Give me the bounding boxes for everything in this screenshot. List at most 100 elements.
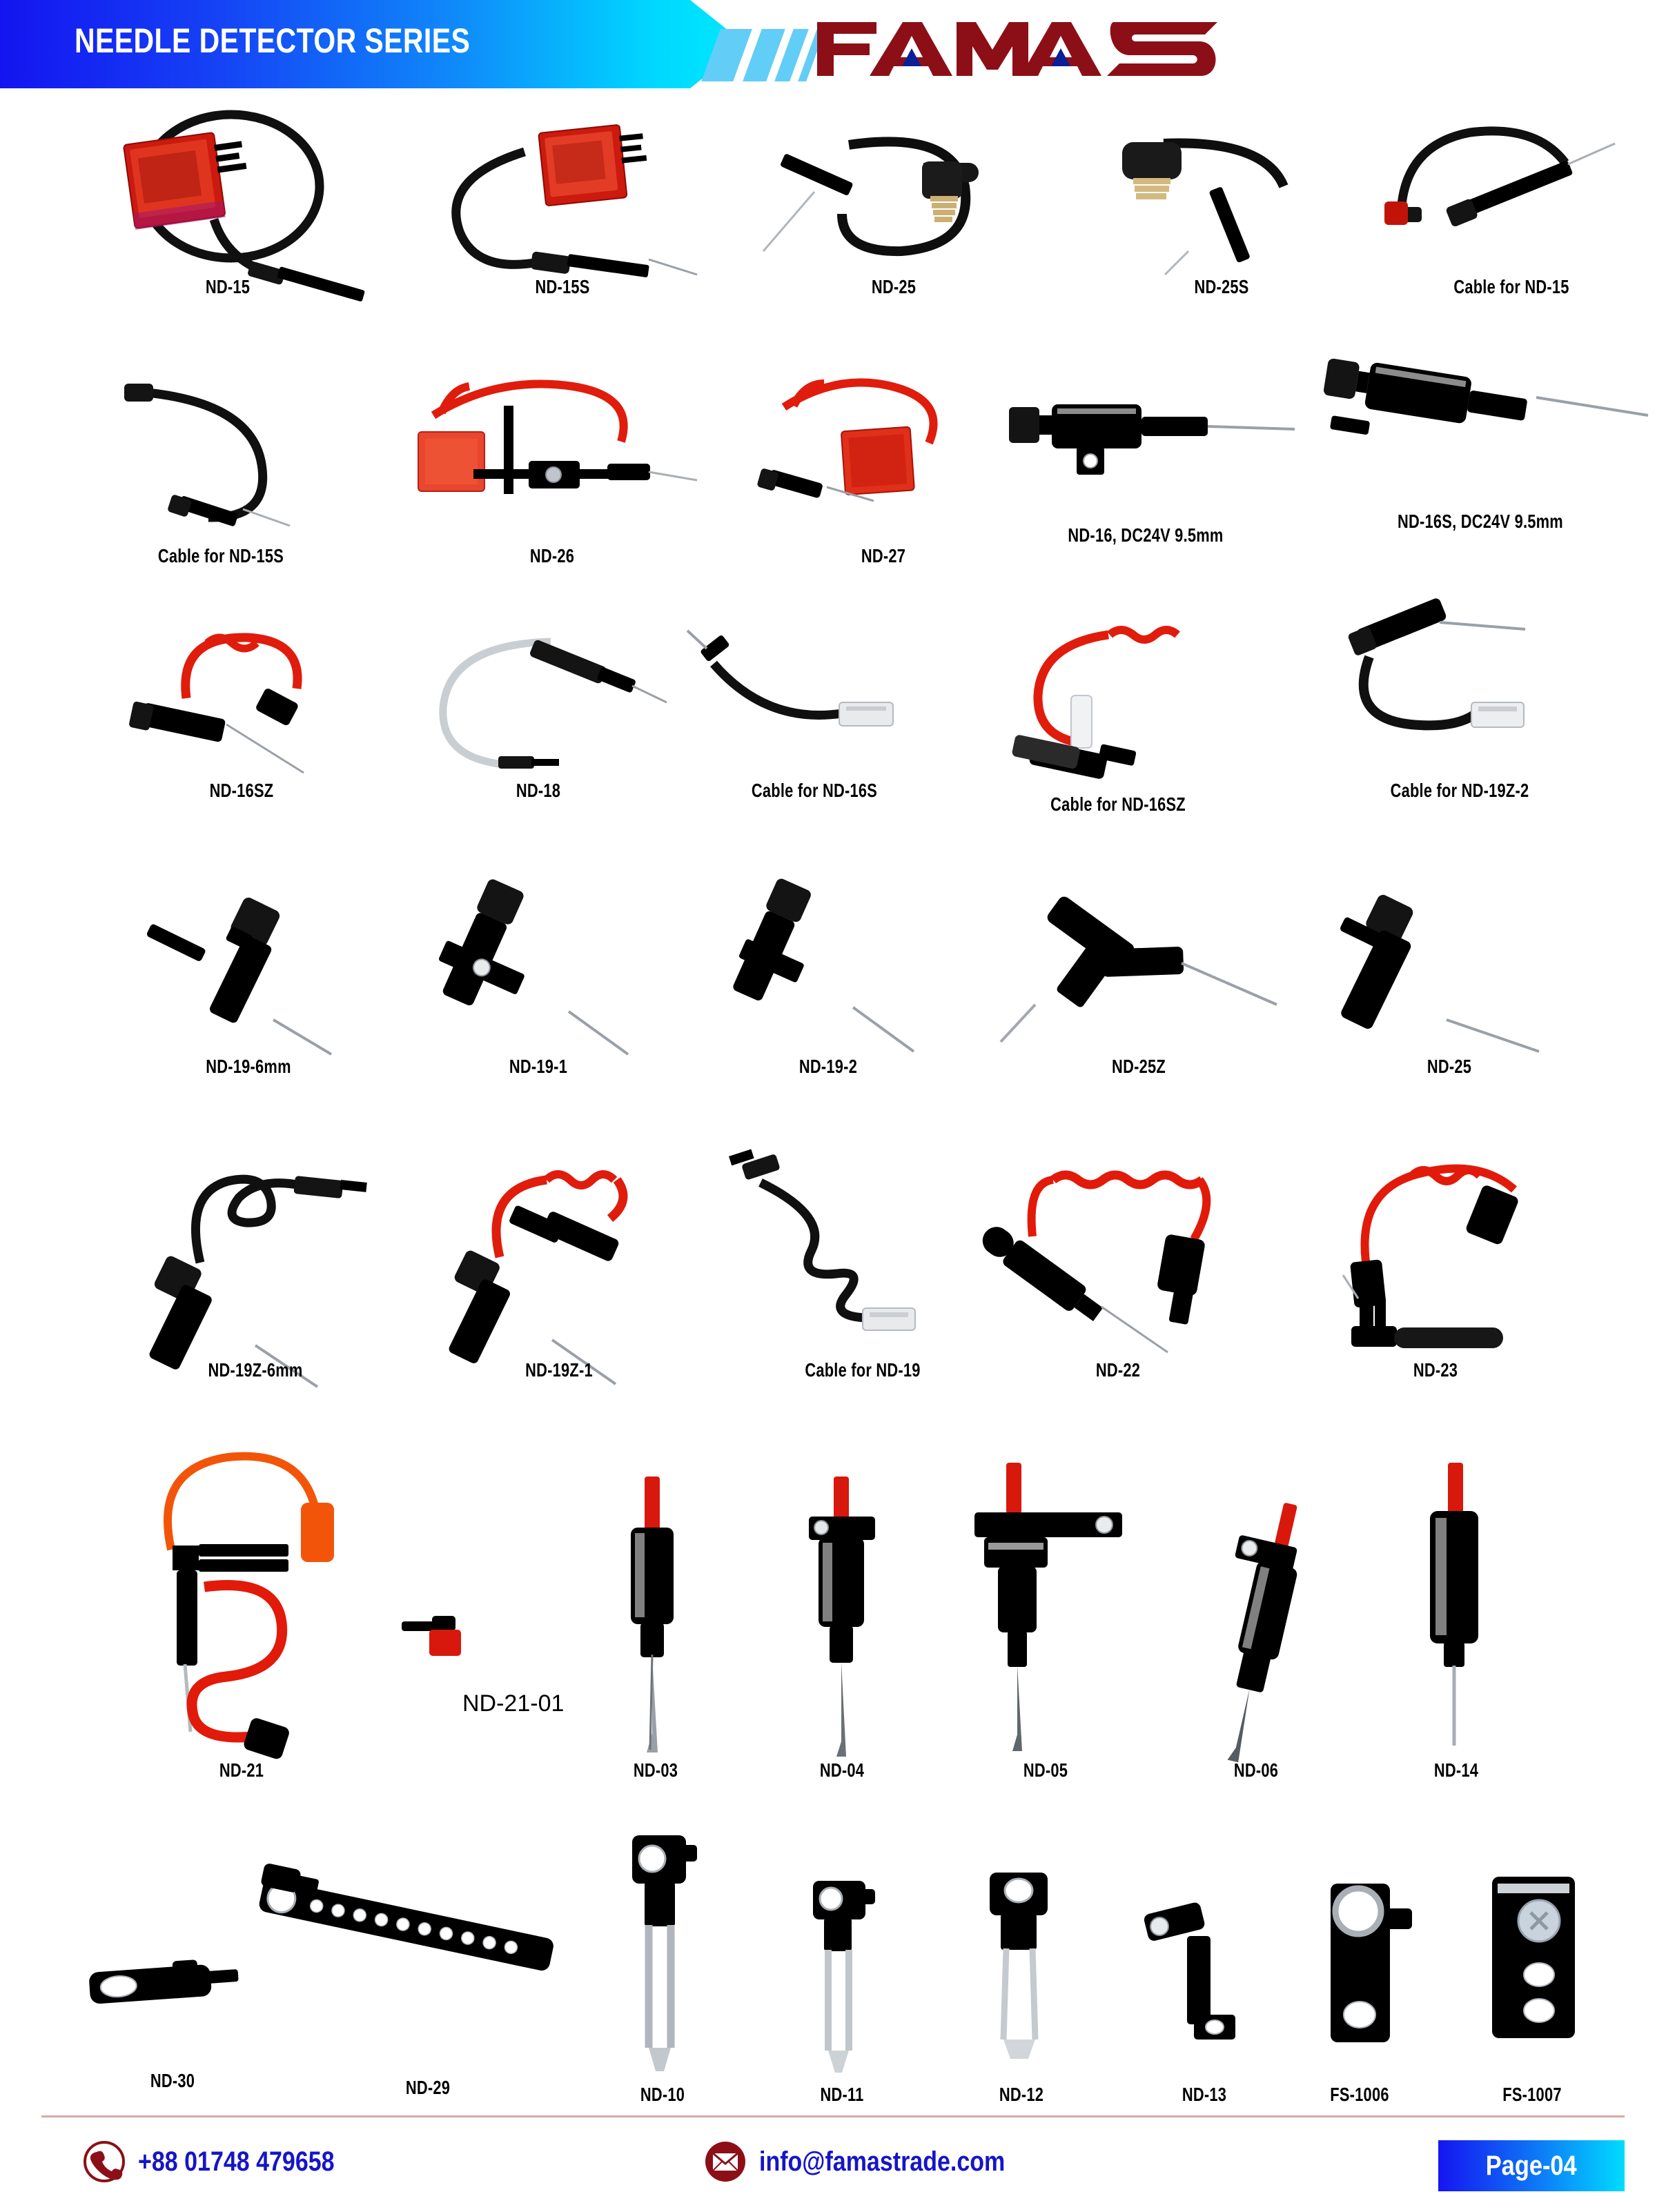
product-label: Cable for ND-16S: [751, 780, 878, 801]
nd-30-photo: [89, 1959, 239, 2004]
product-cell-nd-15[interactable]: ND-15: [83, 103, 373, 302]
product-cell-nd-03[interactable]: ND-03: [559, 1477, 752, 1781]
nd-25-2-photo: [1340, 895, 1540, 1053]
product-label: ND-25: [1427, 1056, 1472, 1077]
page-number-badge: Page-04: [1438, 2140, 1625, 2191]
product-cell-cable-nd-15[interactable]: Cable for ND-15: [1373, 103, 1649, 298]
product-label: ND-19Z-1: [525, 1359, 593, 1381]
cable-nd-15s-photo: [124, 384, 291, 527]
nd-15-photo: [123, 110, 365, 302]
product-label: ND-12: [999, 2084, 1044, 2105]
product-label: ND-27: [861, 545, 906, 566]
page-header: NEEDLE DETECTOR SERIES: [0, 0, 1666, 94]
nd-29-photo: [259, 1864, 553, 1971]
footer-divider: [41, 2115, 1625, 2117]
nd-04-photo: [809, 1477, 875, 1757]
nd-19-6mm-photo: [146, 898, 333, 1056]
nd-25z-photo: [999, 896, 1277, 1043]
product-cell-nd-29[interactable]: ND-29: [235, 1842, 621, 2099]
page-number-text: Page-04: [1486, 2150, 1577, 2181]
product-label: ND-04: [819, 1759, 865, 1781]
product-cell-nd-05[interactable]: ND-05: [932, 1463, 1159, 1781]
product-cell-nd-19z-1[interactable]: ND-19Z-1: [414, 1152, 704, 1385]
nd-12-photo: [990, 1873, 1048, 2059]
cable-nd-19z-2-photo: [1348, 598, 1526, 731]
product-cell-nd-21-01[interactable]: ND-21-01: [386, 1601, 621, 1717]
product-label: ND-26: [529, 545, 575, 566]
product-label: Cable for ND-19: [805, 1359, 921, 1381]
product-cell-nd-27[interactable]: ND-27: [738, 366, 1028, 567]
footer-phone-text: +88 01748 479658: [138, 2146, 335, 2177]
product-cell-nd-25[interactable]: ND-25: [745, 103, 1042, 298]
product-cell-nd-11[interactable]: ND-11: [752, 1877, 932, 2106]
product-cell-nd-26[interactable]: ND-26: [400, 366, 704, 567]
header-band: [0, 0, 745, 88]
famas-logo: [817, 22, 1101, 76]
product-cell-cable-nd-15s[interactable]: Cable for ND-15S: [83, 366, 359, 567]
product-cell-nd-23[interactable]: ND-23: [1277, 1152, 1594, 1381]
nd-15s-photo: [451, 124, 698, 277]
nd-26-photo: [418, 379, 698, 494]
product-row-6: ND-21 ND-21-01 ND-03: [0, 1442, 1666, 1801]
product-label: ND-03: [633, 1759, 678, 1781]
footer-email[interactable]: info@famastrade.com: [704, 2140, 1048, 2183]
product-cell-fs-1007[interactable]: FS-1007: [1442, 1849, 1622, 2106]
product-cell-nd-16[interactable]: ND-16, DC24V 9.5mm: [994, 366, 1297, 546]
cable-nd-16s-photo: [686, 629, 894, 727]
product-cell-nd-10[interactable]: ND-10: [573, 1828, 752, 2106]
product-cell-nd-25-2[interactable]: ND-25: [1311, 883, 1587, 1078]
product-label: ND-19-1: [509, 1056, 568, 1077]
product-label: Cable for ND-16SZ: [1050, 793, 1186, 815]
nd-21-photo: [163, 1452, 334, 1759]
product-cell-nd-18[interactable]: ND-18: [400, 621, 676, 802]
product-cell-nd-16s[interactable]: ND-16S, DC24V 9.5mm: [1311, 338, 1649, 533]
product-label: ND-25Z: [1112, 1056, 1166, 1077]
footer-phone[interactable]: +88 01748 479658: [83, 2140, 369, 2183]
product-label: FS-1007: [1502, 2084, 1562, 2105]
product-cell-nd-19-6mm[interactable]: ND-19-6mm: [110, 883, 386, 1078]
product-label: ND-16S, DC24V 9.5mm: [1398, 511, 1563, 532]
nd-16s-photo: [1324, 358, 1649, 435]
product-label: ND-21: [219, 1759, 264, 1781]
product-cell-nd-16sz[interactable]: ND-16SZ: [104, 621, 380, 802]
product-label: ND-15S: [535, 276, 590, 297]
product-cell-nd-19-1[interactable]: ND-19-1: [400, 879, 676, 1078]
product-cell-nd-21[interactable]: ND-21: [97, 1442, 386, 1781]
cable-nd-15-photo: [1384, 126, 1616, 227]
product-cell-cable-nd-16s[interactable]: Cable for ND-16S: [676, 621, 952, 802]
product-cell-nd-04[interactable]: ND-04: [745, 1477, 939, 1781]
nd-16sz-photo: [129, 633, 304, 774]
nd-23-photo: [1342, 1164, 1518, 1348]
product-row-1: ND-15 ND-15S: [0, 103, 1666, 331]
product-cell-nd-22[interactable]: ND-22: [966, 1152, 1270, 1381]
product-label: Cable for ND-15S: [157, 545, 284, 566]
product-cell-nd-19-2[interactable]: ND-19-2: [690, 878, 966, 1078]
product-cell-nd-25s[interactable]: ND-25S: [1077, 103, 1366, 298]
product-cell-cable-nd-19z-2[interactable]: Cable for ND-19Z-2: [1297, 598, 1622, 802]
product-cell-nd-06[interactable]: ND-06: [1153, 1503, 1360, 1781]
nd-19-2-photo: [733, 878, 915, 1053]
product-cell-nd-15s[interactable]: ND-15S: [414, 103, 711, 298]
product-cell-fs-1006[interactable]: FS-1006: [1270, 1842, 1449, 2106]
nd-13-photo: [1144, 1902, 1235, 2040]
product-label: Cable for ND-15: [1453, 276, 1569, 297]
product-label: ND-16SZ: [209, 780, 274, 801]
product-cell-nd-19z-6mm[interactable]: ND-19Z-6mm: [117, 1152, 393, 1388]
product-label: ND-25S: [1194, 276, 1249, 297]
product-cell-nd-25z[interactable]: ND-25Z: [994, 883, 1284, 1078]
product-cell-nd-12[interactable]: ND-12: [932, 1870, 1111, 2106]
product-cell-nd-13[interactable]: ND-13: [1118, 1890, 1291, 2106]
product-cell-nd-30[interactable]: ND-30: [69, 1932, 276, 2092]
product-label: ND-13: [1182, 2084, 1227, 2105]
product-cell-cable-nd-19[interactable]: Cable for ND-19: [718, 1149, 1008, 1381]
product-label: ND-23: [1413, 1359, 1458, 1381]
product-cell-nd-14[interactable]: ND-14: [1353, 1463, 1560, 1781]
nd-11-photo: [813, 1881, 875, 2073]
product-label: ND-11: [820, 2084, 864, 2105]
nd-18-photo: [439, 638, 667, 769]
product-label: Cable for ND-19Z-2: [1390, 780, 1529, 801]
nd-10-photo: [632, 1835, 697, 2071]
product-cell-cable-nd-16sz[interactable]: Cable for ND-16SZ: [966, 621, 1270, 816]
fs-1006-photo: [1331, 1884, 1412, 2042]
nd-16-photo: [1009, 404, 1295, 475]
